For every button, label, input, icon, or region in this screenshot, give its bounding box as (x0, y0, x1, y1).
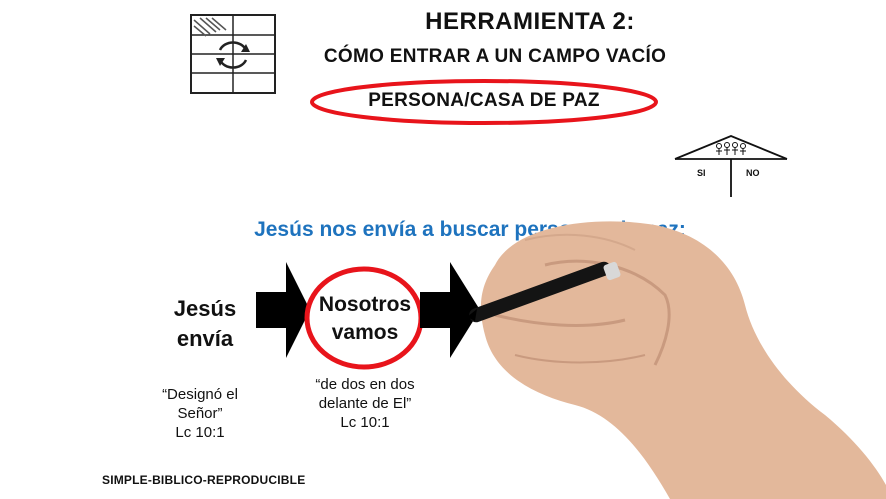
hand-with-marker (467, 221, 886, 499)
step1-line1: Jesús (173, 296, 237, 321)
arrow-right-icon (256, 262, 310, 358)
quote-designo: “Designó el Señor” Lc 10:1 (148, 385, 252, 442)
quote-de-dos-en-dos: “de dos en dos delante de El” Lc 10:1 (300, 375, 430, 432)
grid-cycle-icon (190, 14, 276, 94)
step-we-go: Nosotros vamos (305, 291, 425, 347)
footer-tagline: SIMPLE-BIBLICO-REPRODUCIBLE (102, 473, 306, 487)
topic-badge: PERSONA/CASA DE PAZ (308, 78, 660, 126)
house-yes-label: SI (697, 168, 706, 178)
quote2-ref: Lc 10:1 (340, 414, 390, 431)
step-jesus-sends: Jesús envía (150, 294, 260, 354)
page-subtitle: CÓMO ENTRAR A UN CAMPO VACÍO (323, 46, 667, 67)
step2-line1: Nosotros (318, 293, 412, 316)
quote1-line2: Señor” (177, 405, 223, 422)
badge-label: PERSONA/CASA DE PAZ (368, 90, 600, 111)
step2-line2: vamos (331, 321, 399, 344)
house-of-peace-icon (674, 135, 788, 197)
quote1-ref: Lc 10:1 (175, 424, 225, 441)
page-title: HERRAMIENTA 2: (425, 8, 635, 35)
quote2-line1: “de dos en dos (315, 376, 415, 393)
badge-outline (310, 79, 658, 125)
house-no-label: NO (746, 168, 760, 178)
quote2-line2: delante de El” (318, 395, 412, 412)
quote1-line1: “Designó el (162, 386, 238, 403)
arrow-right-icon (420, 262, 480, 358)
step1-line2: envía (176, 326, 234, 351)
